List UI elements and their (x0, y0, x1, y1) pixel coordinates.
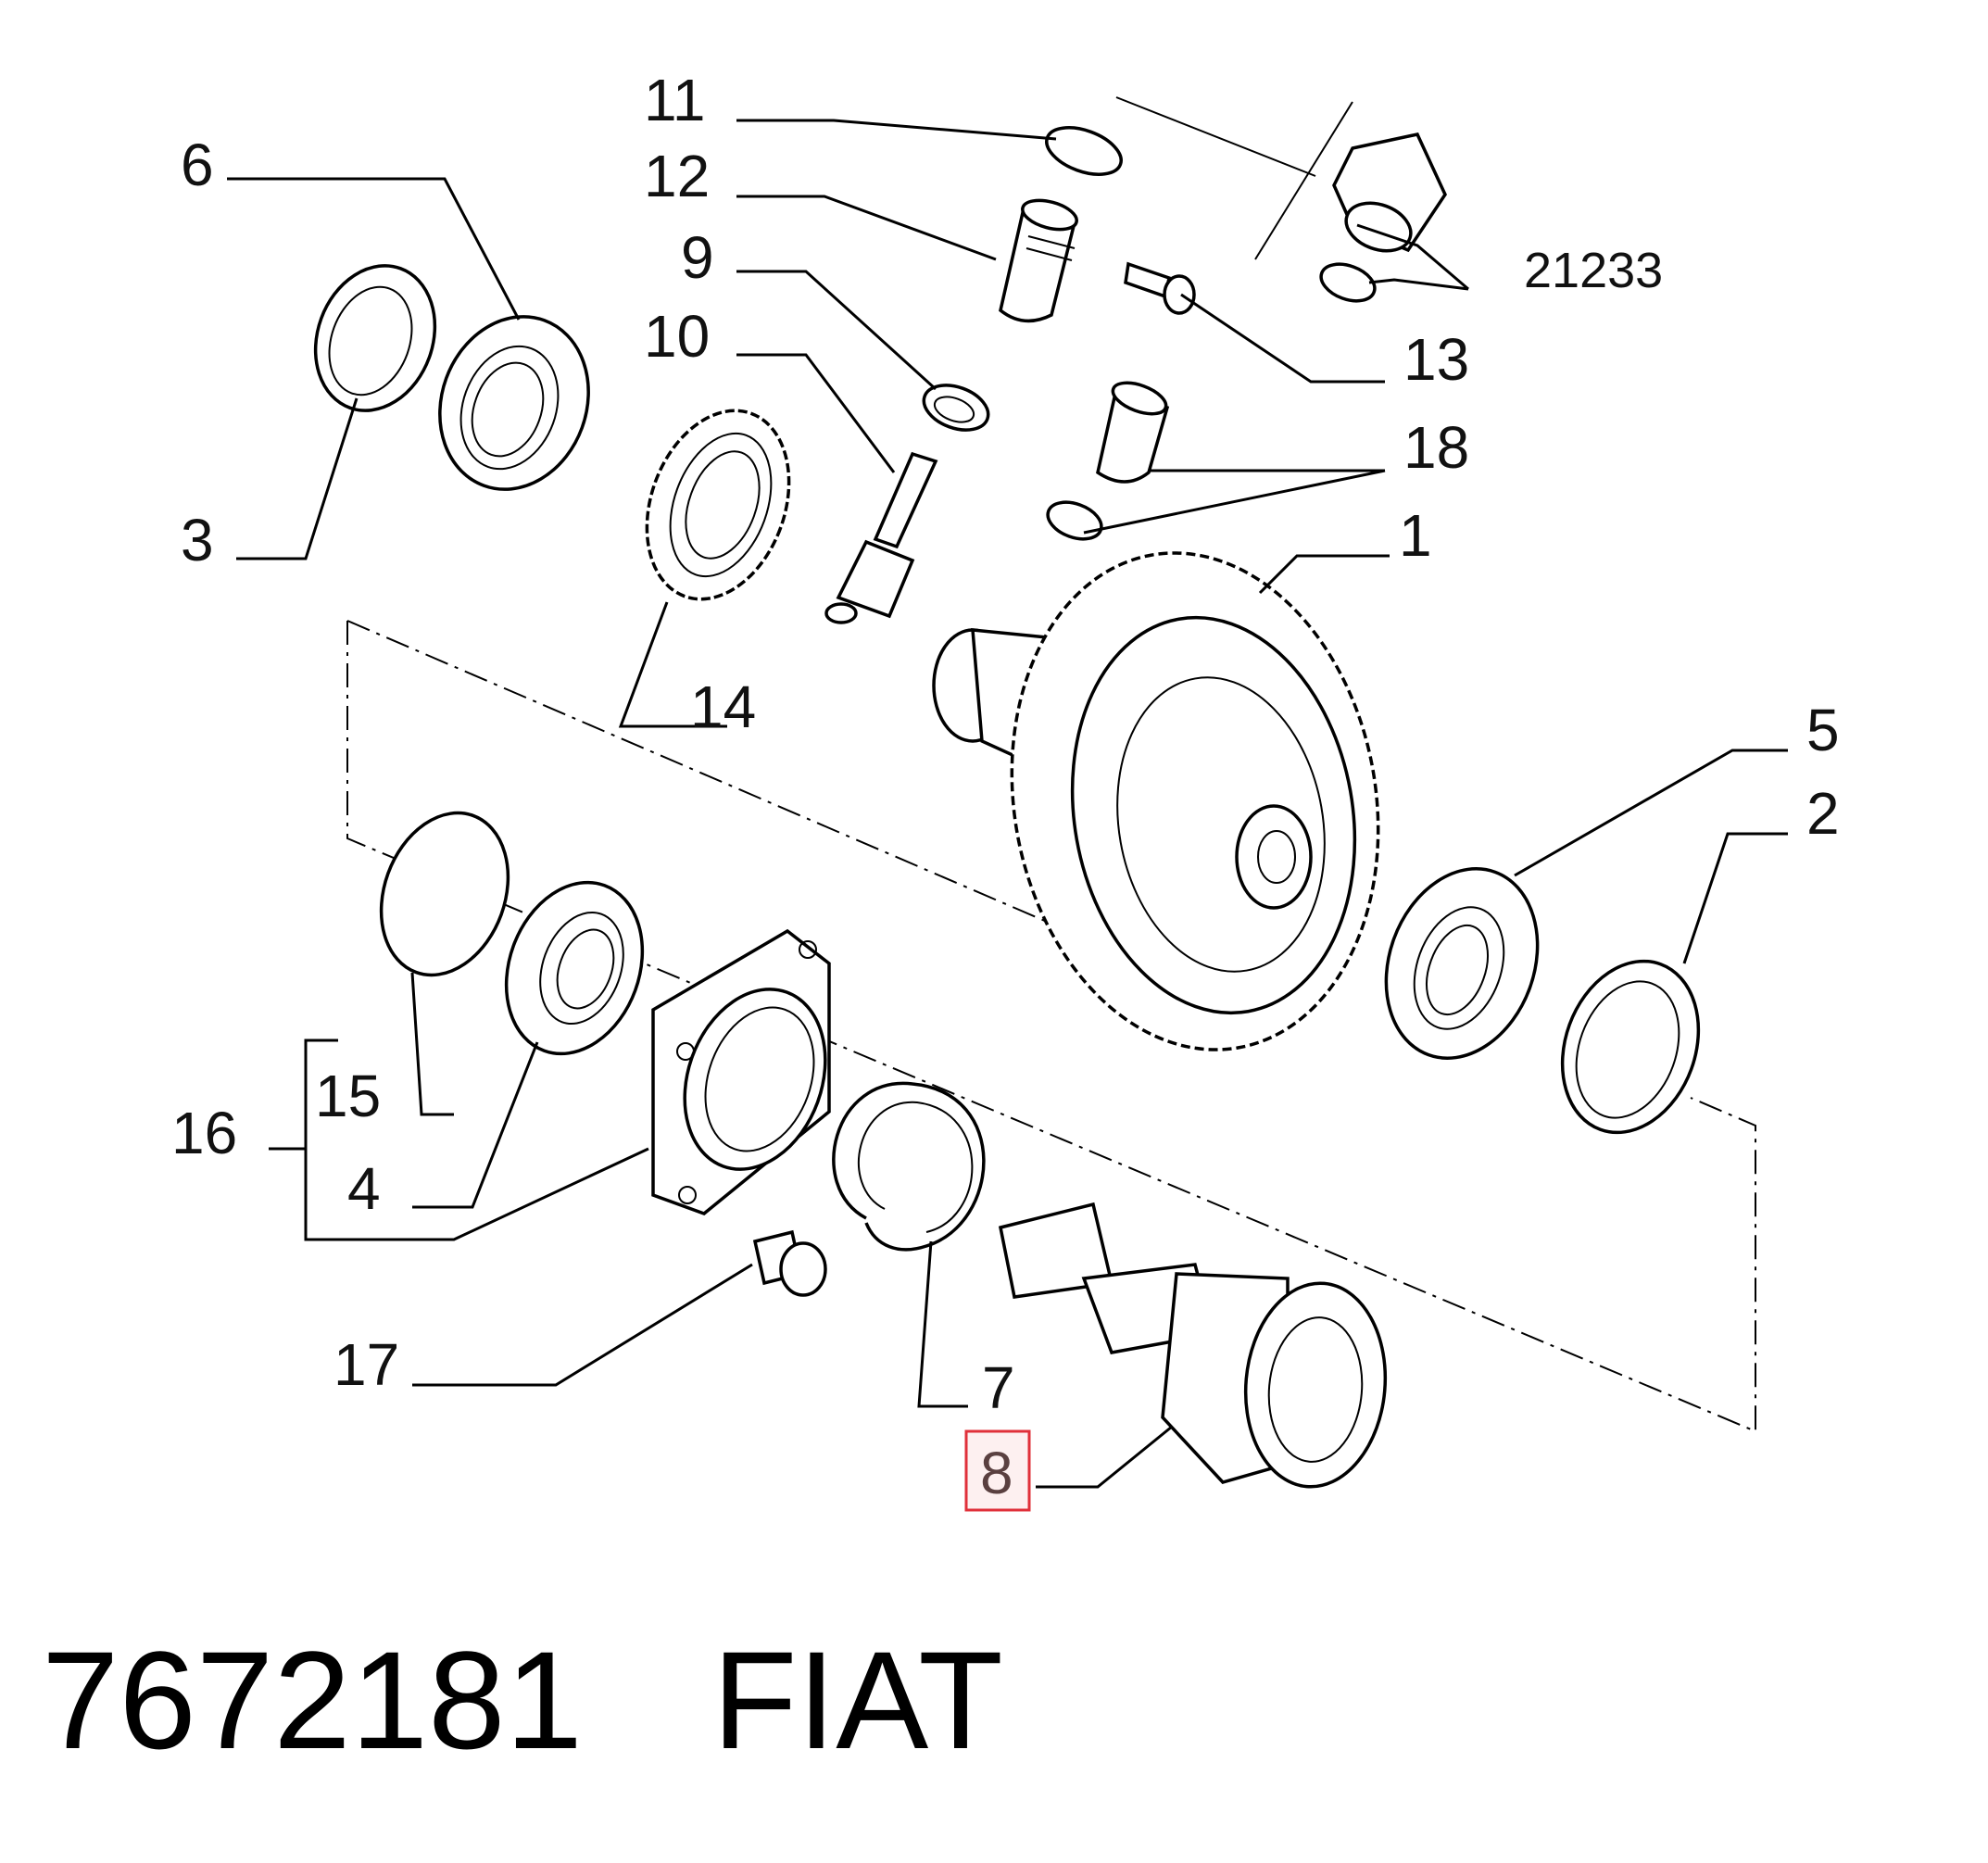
callout-4[interactable]: 4 (347, 1155, 381, 1222)
callout-1[interactable]: 1 (1399, 502, 1432, 569)
callout-5[interactable]: 5 (1806, 697, 1840, 763)
callout-9[interactable]: 9 (681, 224, 714, 291)
leader-lines (227, 119, 1788, 1489)
part-17-bolt (752, 1229, 827, 1297)
part-number: 7672181 (42, 1622, 583, 1778)
highlight-box (964, 1429, 1031, 1512)
callout-17[interactable]: 17 (333, 1331, 399, 1398)
callout-2[interactable]: 2 (1806, 780, 1840, 847)
part-2-ring (1560, 959, 1701, 1135)
callout-10[interactable]: 10 (644, 303, 710, 370)
callout-12[interactable]: 12 (644, 143, 710, 209)
callout-16[interactable]: 16 (171, 1100, 237, 1166)
callout-8[interactable]: 8 (980, 1440, 1013, 1506)
part-10-pinion-shaft (824, 451, 938, 624)
part-5-seal (1384, 867, 1540, 1060)
part-16-flange (651, 928, 831, 1215)
callout-18[interactable]: 18 (1403, 414, 1469, 481)
brand-name: FIAT (711, 1622, 1003, 1778)
part-6-bearing (438, 315, 590, 491)
reference-line (1115, 96, 1353, 260)
part-9-seal (922, 384, 990, 432)
callout-15[interactable]: 15 (315, 1063, 381, 1129)
part-3-seal (313, 264, 437, 412)
part-8-joint-housing (998, 1202, 1388, 1489)
part-15-o-ring (379, 811, 510, 977)
callout-14[interactable]: 14 (690, 673, 756, 740)
assembly-outline (346, 620, 1756, 1433)
part-13-bolt (1124, 261, 1196, 315)
callout-labels: 11 12 9 10 6 3 21233 13 18 1 14 5 2 15 1… (171, 67, 1840, 1512)
part-14-gear (645, 409, 791, 601)
part-1-differential (932, 551, 1380, 1051)
callout-7[interactable]: 7 (982, 1354, 1015, 1421)
callout-6[interactable]: 6 (181, 132, 214, 198)
part-12-sleeve (999, 198, 1078, 323)
callout-13[interactable]: 13 (1403, 326, 1469, 393)
callout-3[interactable]: 3 (181, 507, 214, 573)
part-18-plug (1046, 381, 1170, 541)
part-4-bearing (504, 880, 645, 1056)
callout-21233[interactable]: 21233 (1524, 243, 1663, 298)
part-11-o-ring (1045, 126, 1123, 176)
callout-11[interactable]: 11 (644, 67, 705, 133)
part-7-snap-ring (832, 1081, 986, 1252)
